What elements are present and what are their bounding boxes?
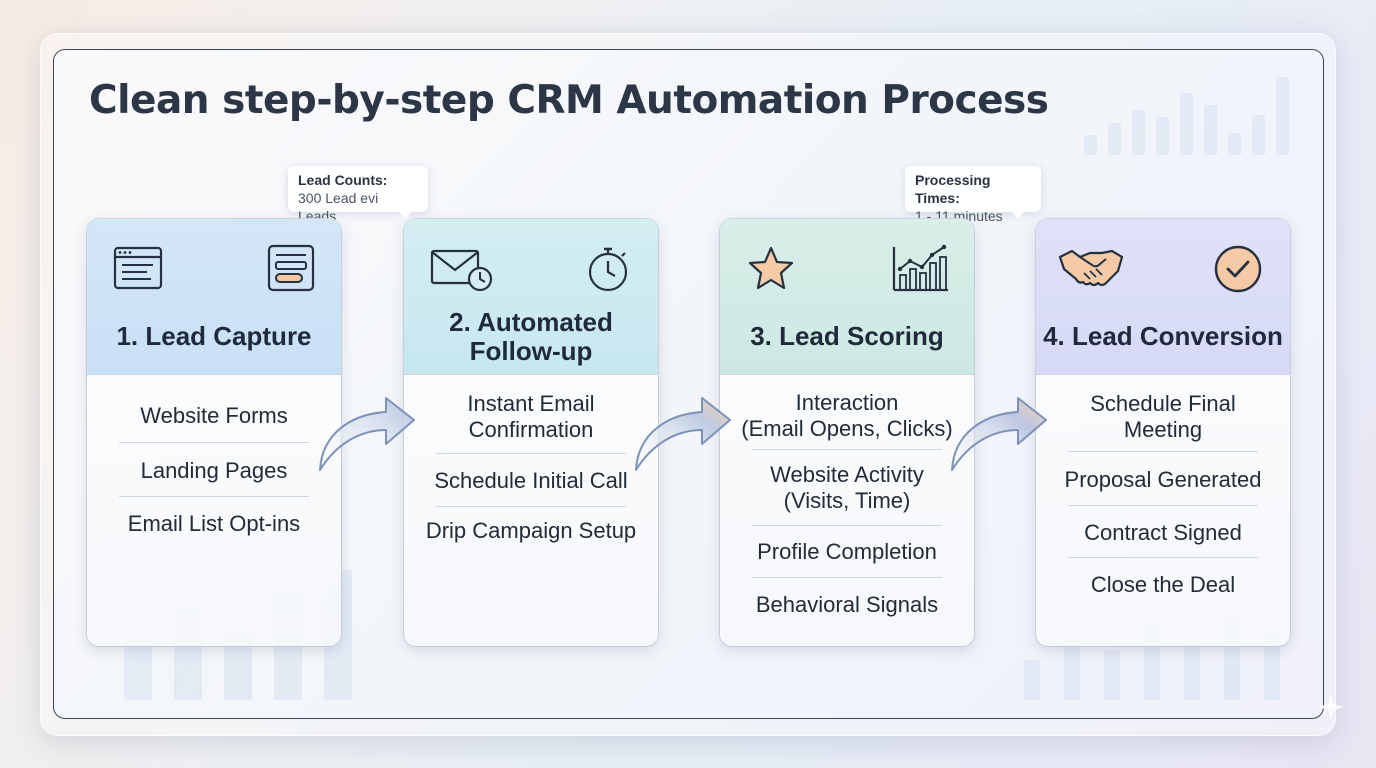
list-item: Email List Opt-ins [127,511,301,536]
flow-arrow-3-to-4 [944,378,1054,478]
step-title-line-2: Follow-up [469,336,593,366]
divider [1068,505,1258,506]
stopwatch-icon [578,243,634,295]
list-item: Schedule Initial Call [434,468,628,493]
list-item: Profile Completion [757,539,937,564]
divider [752,449,942,450]
list-item: Drip Campaign Setup [425,518,637,543]
step-card-lead-conversion: 4. Lead Conversion Schedule Final Meetin… [1036,219,1290,646]
list-item: Close the Deal [1090,572,1236,597]
step-title-line-1: 2. Automated [449,307,613,337]
list-item: Website Activity (Visits, Time) [740,462,954,514]
step-card-header: 3. Lead Scoring [720,219,974,375]
page-title: Clean step-by-step CRM Automation Proces… [89,78,1049,123]
list-item: Website Forms [140,403,288,428]
growth-chart-icon [892,243,950,295]
list-item-line: (Visits, Time) [783,488,911,513]
checkmark-circle-icon [1210,243,1266,295]
divider [119,496,309,497]
divider [119,442,309,443]
flow-arrow-2-to-3 [628,378,738,478]
step-title: 3. Lead Scoring [750,321,944,351]
list-item-line: (Email Opens, Clicks) [741,416,953,441]
list-item-line: Schedule Final [1090,391,1236,416]
handshake-icon [1056,243,1126,295]
step-card-automated-follow-up: 2. Automated Follow-up Instant Email Con… [404,219,658,646]
list-item-line: Meeting [1123,417,1203,442]
divider [752,525,942,526]
callout-title: Lead Counts: [298,172,388,188]
divider [752,577,942,578]
background-chart-decoration-top [1064,65,1314,155]
list-item-line: Confirmation [468,417,594,442]
list-item: Contract Signed [1084,520,1242,545]
browser-window-icon [111,243,167,295]
step-card-lead-scoring: 3. Lead Scoring Interaction (Email Opens… [720,219,974,646]
list-item-line: Interaction [795,390,899,415]
sparkle-icon [1316,692,1346,722]
step-title: 4. Lead Conversion [1043,321,1283,351]
email-clock-icon [430,243,493,295]
step-card-header: 4. Lead Conversion [1036,219,1290,375]
form-icon [261,243,317,295]
list-item: Interaction (Email Opens, Clicks) [740,390,954,442]
list-item: Behavioral Signals [755,592,939,617]
list-item-line: Instant Email [467,391,595,416]
step-card-lead-capture: 1. Lead Capture Website Forms Landing Pa… [87,219,341,646]
list-item: Proposal Generated [1064,467,1262,492]
list-item: Landing Pages [140,458,288,483]
step-card-header: 2. Automated Follow-up [404,219,658,375]
list-item: Instant Email Confirmation [424,391,638,443]
divider [436,506,626,507]
divider [436,453,626,454]
divider [1068,451,1258,452]
list-item: Schedule Final Meeting [1056,391,1270,443]
callout-title: Processing Times: [915,172,991,206]
step-title: 1. Lead Capture [116,321,312,351]
list-item-line: Website Activity [770,462,924,487]
lead-counts-callout: Lead Counts: 300 Lead evi Leads [288,166,428,224]
step-card-header: 1. Lead Capture [87,219,341,375]
star-icon [744,243,800,295]
processing-times-callout: Processing Times: 1 - 11 minutes [905,166,1041,224]
divider [1068,557,1258,558]
flow-arrow-1-to-2 [312,378,422,478]
